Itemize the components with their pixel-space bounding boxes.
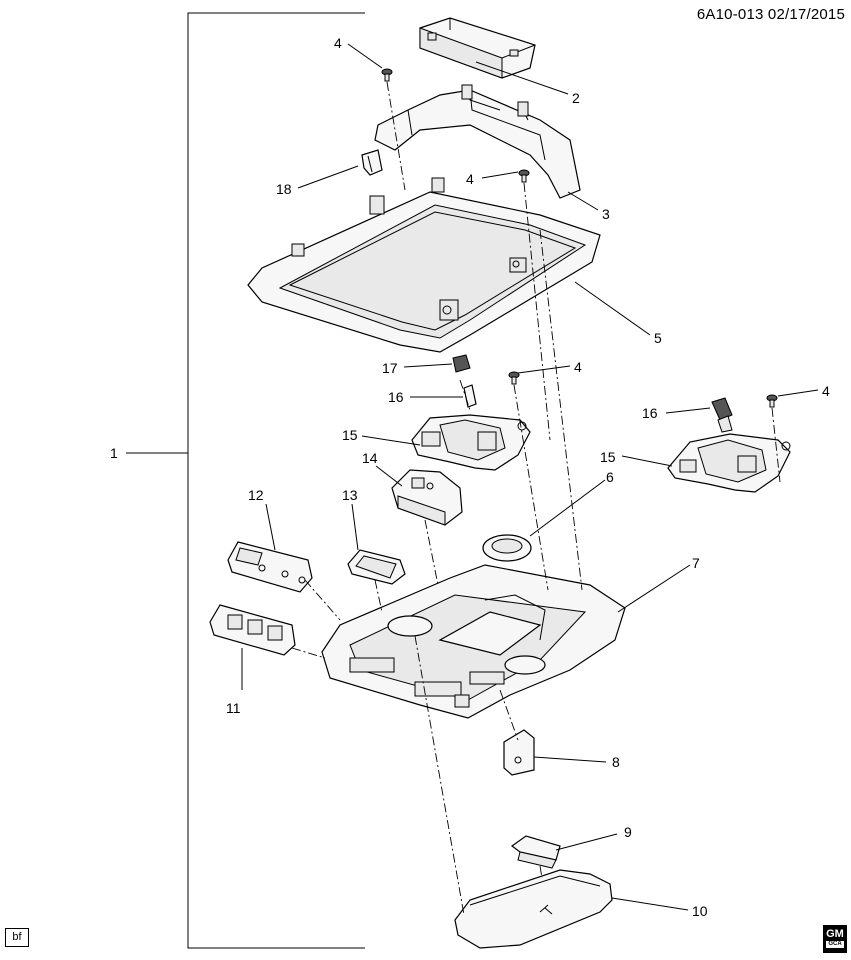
- screw-4-middle: [518, 169, 530, 183]
- leader-lines: [241, 43, 819, 911]
- callout-5: 5: [654, 330, 662, 346]
- callout-10: 10: [692, 903, 708, 919]
- part-14-module: [391, 469, 463, 526]
- callout-16-left: 16: [388, 389, 404, 405]
- assembly-bracket: [126, 12, 365, 949]
- part-8-clip: [503, 729, 535, 776]
- part-10-lid: [454, 869, 613, 949]
- callout-18: 18: [276, 181, 292, 197]
- callout-6: 6: [606, 469, 614, 485]
- alignment-lines: [291, 81, 781, 916]
- part-2-module: [419, 17, 536, 79]
- gm-logo: GM GCA: [823, 925, 847, 953]
- callout-15-right: 15: [600, 449, 616, 465]
- corner-code-box: bf: [5, 928, 29, 947]
- callout-1: 1: [110, 445, 118, 461]
- part-6-round-unit: [482, 534, 532, 562]
- part-18-clip: [361, 149, 383, 176]
- callout-4-a: 4: [334, 35, 342, 51]
- part-13-lens: [347, 549, 406, 585]
- gm-logo-brand: GM: [826, 928, 844, 940]
- part-16-bulb-right: [711, 397, 733, 433]
- callout-8: 8: [612, 754, 620, 770]
- callout-17: 17: [382, 360, 398, 376]
- part-15-housing-right: [667, 433, 791, 493]
- part-9-small-module: [510, 835, 561, 869]
- callout-labels: 1 2 3 4 4 4 4 5 6 7 8 9 10 11 12 13 14 1…: [110, 35, 830, 919]
- screw-4-lower-right: [766, 394, 778, 408]
- callout-11: 11: [226, 700, 241, 716]
- callout-2: 2: [572, 90, 580, 106]
- callout-3: 3: [602, 206, 610, 222]
- callout-13: 13: [342, 487, 358, 503]
- callout-15-left: 15: [342, 427, 358, 443]
- drawing-code: 6A10-013 02/17/2015: [696, 6, 845, 23]
- callout-4-c: 4: [574, 359, 582, 375]
- part-15-housing-left: [411, 414, 531, 471]
- part-5-frame: [247, 177, 601, 353]
- callout-9: 9: [624, 824, 632, 840]
- part-7-console: [321, 564, 626, 719]
- part-11-switch: [209, 604, 296, 656]
- callout-4-b: 4: [466, 171, 474, 187]
- part-3-bracket: [374, 84, 581, 199]
- callout-16-right: 16: [642, 405, 658, 421]
- callout-14: 14: [362, 450, 378, 466]
- callout-7: 7: [692, 555, 700, 571]
- part-12-switch: [227, 541, 313, 593]
- screw-4-lower-left: [508, 371, 520, 385]
- screw-4-top: [381, 68, 393, 82]
- part-17-socket: [452, 354, 471, 373]
- callout-12: 12: [248, 487, 264, 503]
- callout-4-d: 4: [822, 383, 830, 399]
- gm-logo-sub: GCA: [826, 941, 844, 948]
